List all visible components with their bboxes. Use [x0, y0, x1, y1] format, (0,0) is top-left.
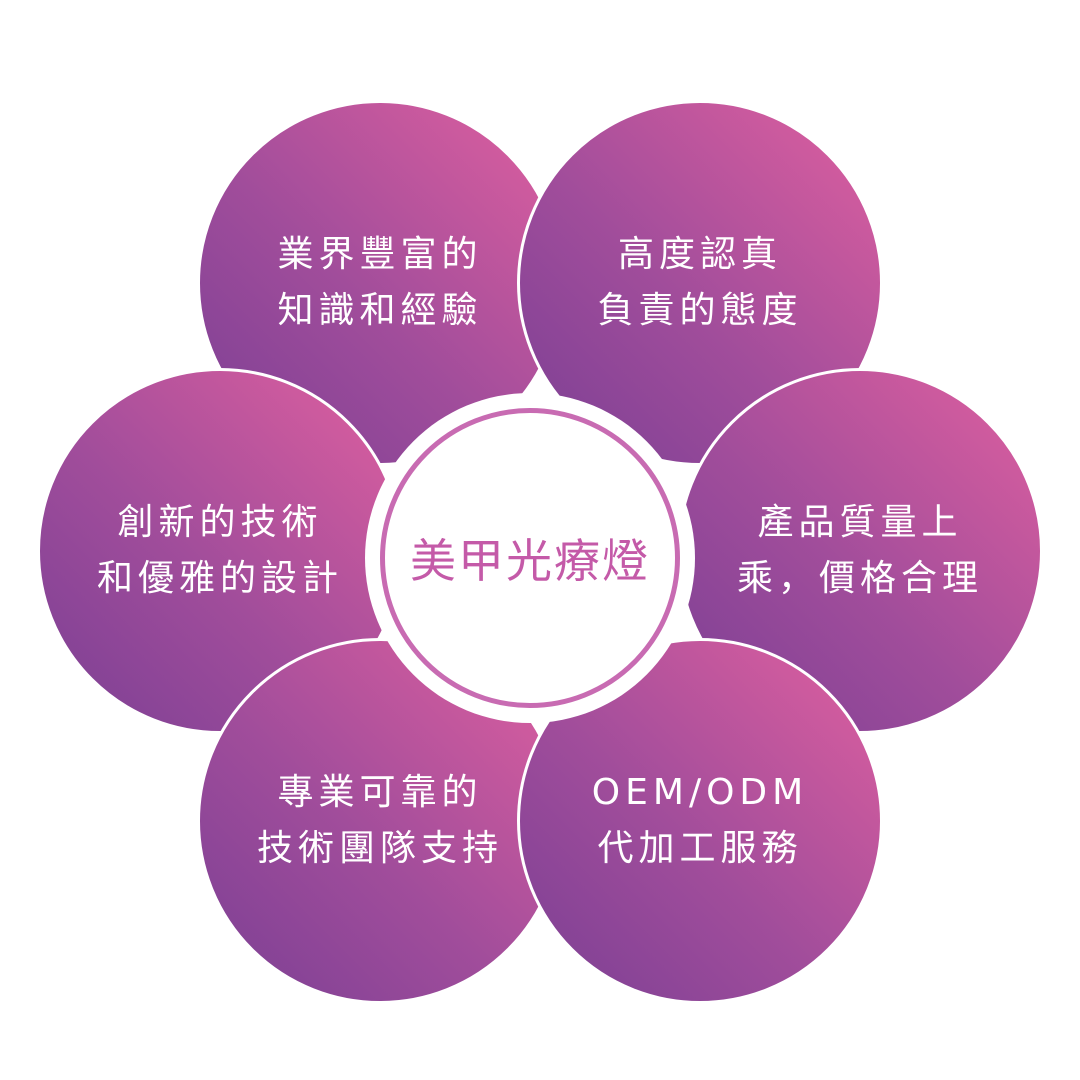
- center-ring: [380, 408, 680, 708]
- petal-support-line-2: 技術團隊支持: [256, 828, 503, 869]
- petal-attitude-line-2: 負責的態度: [597, 290, 803, 331]
- petal-design-text: 創新的技術 和優雅的設計: [97, 495, 343, 607]
- center-title: 美甲光療燈: [410, 534, 650, 588]
- petal-quality-text: 產品質量上 乘，價格合理: [737, 495, 983, 607]
- petal-support-line-1: 專業可靠的: [277, 772, 483, 813]
- petal-experience-line-2: 知識和經驗: [277, 290, 483, 331]
- petal-oem-text: OEM/ODM 代加工服務: [592, 765, 808, 877]
- petal-quality: 產品質量上 乘，價格合理: [677, 368, 1043, 734]
- petal-design-line-1: 創新的技術: [117, 502, 323, 543]
- petal-experience-text: 業界豐富的 知識和經驗: [277, 227, 482, 339]
- petal-design-line-2: 和優雅的設計: [96, 558, 343, 599]
- petal-experience-line-1: 業界豐富的: [277, 234, 483, 275]
- petal-attitude-line-1: 高度認真: [617, 234, 782, 275]
- center-hub: 美甲光療燈: [365, 393, 695, 723]
- petal-quality-line-1: 產品質量上: [757, 502, 963, 543]
- petal-oem-line-2: 代加工服務: [597, 828, 803, 869]
- petal-attitude-text: 高度認真 負責的態度: [597, 227, 802, 339]
- petal-quality-line-2: 乘，價格合理: [736, 558, 983, 599]
- petal-oem-line-1: OEM/ODM: [591, 772, 809, 813]
- petal-support-text: 專業可靠的 技術團隊支持: [257, 765, 503, 877]
